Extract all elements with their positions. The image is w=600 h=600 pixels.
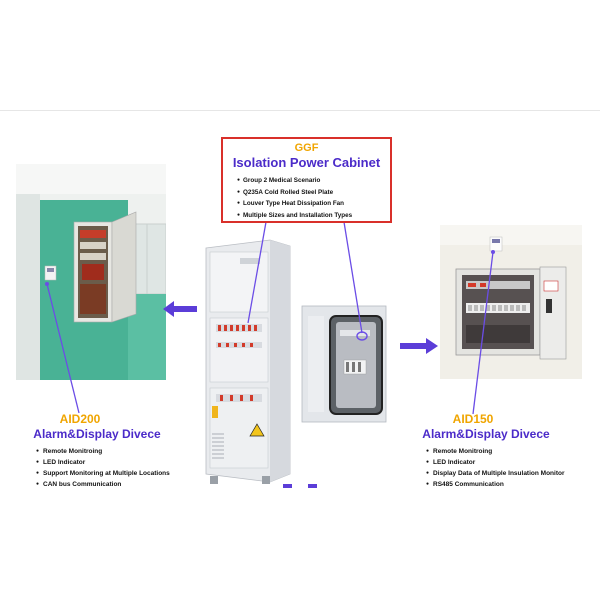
cabinet-model-code: GGF [294, 142, 319, 154]
cabinet-feature-item: Group 2 Medical Scenario [237, 175, 352, 187]
aid200-feature-item: LED Indicator [36, 457, 170, 468]
aid150-feature-item: Display Data of Multiple Insulation Moni… [426, 468, 564, 479]
aid150-model-code: AID150 [452, 412, 494, 426]
aid200-feature-item: CAN bus Communication [36, 479, 170, 490]
isolation-cabinet-illustration [205, 239, 291, 484]
cabinet-feature-item: Q235A Cold Rolled Steel Plate [237, 187, 352, 199]
arrow-left-icon [163, 301, 197, 317]
aid200-feature-item: Remote Monitroing [36, 446, 170, 457]
cabinet-title: Isolation Power Cabinet [232, 155, 381, 170]
aid150-title: Alarm&Display Divece [422, 427, 550, 441]
aid200-title: Alarm&Display Divece [33, 427, 161, 441]
aid200-feature-item: Support Monitoring at Multiple Locations [36, 468, 170, 479]
aid150-installation-photo [440, 225, 582, 379]
arrow-right-icon [400, 338, 438, 354]
aid150-feature-item: LED Indicator [426, 457, 564, 468]
aid200-feature-list: Remote Monitroing LED Indicator Support … [36, 446, 170, 490]
aid150-feature-list: Remote Monitroing LED Indicator Display … [426, 446, 564, 490]
cabinet-feature-list: Group 2 Medical Scenario Q235A Cold Roll… [237, 175, 352, 221]
aid150-feature-item: RS485 Communication [426, 479, 564, 490]
aid200-model-code: AID200 [59, 412, 101, 426]
cabinet-feature-item: Louver Type Heat Dissipation Fan [237, 198, 352, 210]
aid200-installation-photo [16, 164, 166, 380]
top-divider [0, 110, 600, 111]
isolation-cabinet-callout: GGF Isolation Power Cabinet Group 2 Medi… [221, 137, 392, 223]
wall-mounted-cabinet-illustration [301, 305, 387, 423]
cabinet-feature-item: Multiple Sizes and Installation Types [237, 210, 352, 222]
aid150-feature-item: Remote Monitroing [426, 446, 564, 457]
